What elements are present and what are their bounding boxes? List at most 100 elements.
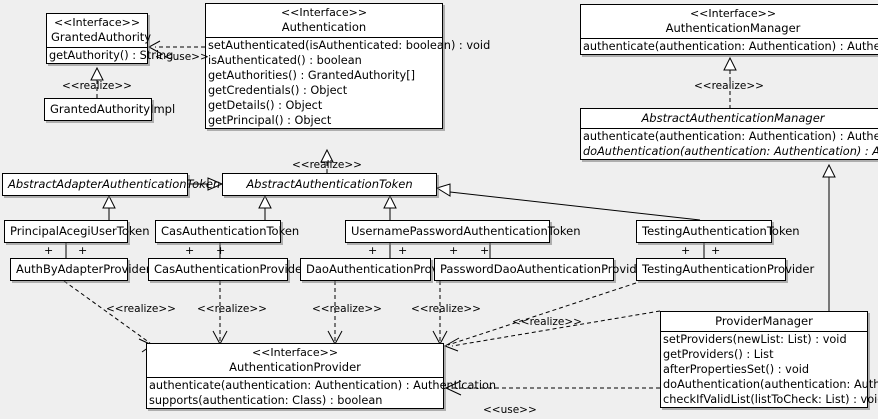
- class-header: PrincipalAcegiUserToken: [5, 221, 150, 242]
- class-cas-authentication-provider[interactable]: CasAuthenticationProvider: [148, 258, 307, 281]
- association-marker: +: [78, 244, 88, 257]
- compartment-divider: [206, 37, 442, 38]
- operation: getCredentials() : Object: [208, 84, 348, 97]
- compartment-divider: [47, 47, 147, 48]
- operations-compartment: setAuthenticated(isAuthenticated: boolea…: [206, 38, 491, 128]
- association-marker: +: [368, 244, 378, 257]
- operation: authenticate(authentication: Authenticat…: [583, 40, 878, 53]
- class-header: AuthByAdapterProvider: [11, 259, 151, 280]
- class-name: GrantedAuthority: [51, 30, 152, 44]
- class-abstract-authentication-manager[interactable]: AbstractAuthenticationManager authentica…: [580, 108, 878, 160]
- operation: setProviders(newList: List) : void: [663, 333, 847, 346]
- class-abstract-adapter-authentication-token[interactable]: AbstractAdapterAuthenticationToken: [2, 173, 221, 196]
- class-header: DaoAuthenticationProvider: [301, 259, 461, 280]
- class-name: DaoAuthenticationProvider: [306, 262, 461, 276]
- class-name: CasAuthenticationProvider: [154, 262, 307, 276]
- class-header: GrantedAuthorityImpl: [45, 99, 176, 120]
- class-testing-authentication-provider[interactable]: TestingAuthenticationProvider: [636, 258, 815, 281]
- association-marker: +: [711, 244, 721, 257]
- class-name: TestingAuthenticationToken: [642, 224, 800, 238]
- class-name: PrincipalAcegiUserToken: [10, 224, 150, 238]
- relation-label-realize-password-dao-provider: <<realize>>: [411, 303, 481, 315]
- class-header: TestingAuthenticationProvider: [637, 259, 815, 280]
- operation: getAuthorities() : GrantedAuthority[]: [208, 69, 416, 82]
- class-principal-acegi-user-token[interactable]: PrincipalAcegiUserToken: [4, 220, 150, 243]
- relation-label-realize-abstract-token: <<realize>>: [292, 159, 362, 171]
- relation-label-realize-auth-by-adapter: <<realize>>: [106, 303, 176, 315]
- operation: getProviders() : List: [663, 348, 774, 361]
- relation-label-realize-granted-authority-impl: <<realize>>: [62, 80, 132, 92]
- class-header: UsernamePasswordAuthenticationToken: [346, 221, 580, 242]
- relation-label-realize-cas-provider: <<realize>>: [197, 303, 267, 315]
- class-name: CasAuthenticationToken: [161, 224, 300, 238]
- class-name: TestingAuthenticationProvider: [642, 262, 815, 276]
- relation-label-use-granted-authority: <<use>>: [155, 51, 209, 63]
- relation-label-use-provider-manager: <<use>>: [483, 404, 537, 416]
- class-granted-authority[interactable]: <<Interface>> GrantedAuthority getAuthor…: [46, 13, 173, 64]
- class-header: PasswordDaoAuthenticationProvider: [435, 259, 649, 280]
- operation: supports(authentication: Class) : boolea…: [149, 394, 383, 407]
- association-marker: +: [480, 244, 490, 257]
- stereotype-label: <<Interface>>: [251, 346, 339, 359]
- operations-compartment: setProviders(newList: List) : void getPr…: [661, 332, 878, 407]
- compartment-divider: [147, 377, 443, 378]
- association-marker: +: [185, 244, 195, 257]
- class-name: AbstractAuthenticationManager: [641, 111, 825, 125]
- class-provider-manager[interactable]: ProviderManager setProviders(newList: Li…: [660, 311, 878, 408]
- class-cas-authentication-token[interactable]: CasAuthenticationToken: [155, 220, 300, 243]
- class-header: <<Interface>> GrantedAuthority: [47, 14, 152, 47]
- class-name: ProviderManager: [715, 314, 813, 328]
- class-header: AbstractAdapterAuthenticationToken: [3, 174, 221, 195]
- class-auth-by-adapter-provider[interactable]: AuthByAdapterProvider: [10, 258, 151, 281]
- operation: authenticate(authentication: Authenticat…: [149, 379, 497, 392]
- class-testing-authentication-token[interactable]: TestingAuthenticationToken: [636, 220, 800, 243]
- class-header: <<Interface>> AuthenticationProvider: [147, 344, 443, 377]
- association-marker: +: [449, 244, 459, 257]
- class-abstract-authentication-token[interactable]: AbstractAuthenticationToken: [222, 173, 437, 196]
- relation-label-realize-dao-provider: <<realize>>: [312, 303, 382, 315]
- association-marker: +: [216, 244, 226, 257]
- operations-compartment: authenticate(authentication: Authenticat…: [147, 378, 497, 408]
- class-header: AbstractAuthenticationToken: [223, 174, 436, 195]
- class-name: AuthenticationManager: [665, 21, 801, 35]
- class-header: <<Interface>> Authentication: [206, 4, 442, 37]
- association-marker: +: [681, 244, 691, 257]
- class-name: AuthenticationProvider: [229, 360, 361, 374]
- class-name: AbstractAdapterAuthenticationToken: [8, 177, 221, 191]
- operation: getDetails() : Object: [208, 99, 323, 112]
- operation: isAuthenticated() : boolean: [208, 54, 362, 67]
- operations-compartment: authenticate(authentication: Authenticat…: [581, 129, 878, 159]
- class-header: AbstractAuthenticationManager: [581, 109, 878, 128]
- stereotype-label: <<Interface>>: [689, 7, 777, 20]
- class-header: TestingAuthenticationToken: [637, 221, 800, 242]
- class-name: AbstractAuthenticationToken: [246, 177, 413, 191]
- operations-compartment: getAuthority() : String: [47, 48, 173, 63]
- class-name: GrantedAuthorityImpl: [50, 102, 176, 116]
- operation: afterPropertiesSet() : void: [663, 363, 810, 376]
- class-header: ProviderManager: [661, 312, 867, 331]
- class-authentication[interactable]: <<Interface>> Authentication setAuthenti…: [205, 3, 491, 129]
- class-header: CasAuthenticationToken: [156, 221, 300, 242]
- class-password-dao-authentication-provider[interactable]: PasswordDaoAuthenticationProvider: [434, 258, 649, 281]
- association-marker: +: [398, 244, 408, 257]
- class-username-password-authentication-token[interactable]: UsernamePasswordAuthenticationToken: [345, 220, 580, 243]
- operation: doAuthentication(authentication: Authent…: [663, 378, 878, 391]
- operation: checkIfValidList(listToCheck: List) : vo…: [663, 393, 878, 406]
- class-authentication-provider[interactable]: <<Interface>> AuthenticationProvider aut…: [146, 343, 497, 409]
- compartment-divider: [581, 38, 878, 39]
- class-dao-authentication-provider[interactable]: DaoAuthenticationProvider: [300, 258, 461, 281]
- class-header: CasAuthenticationProvider: [149, 259, 307, 280]
- class-authentication-manager[interactable]: <<Interface>> AuthenticationManager auth…: [580, 4, 878, 55]
- class-granted-authority-impl[interactable]: GrantedAuthorityImpl: [44, 98, 176, 121]
- operation: getPrincipal() : Object: [208, 114, 332, 127]
- operations-compartment: authenticate(authentication: Authenticat…: [581, 39, 878, 54]
- class-name: Authentication: [281, 20, 367, 34]
- relation-label-realize-testing-provider: <<realize>>: [512, 316, 582, 328]
- compartment-divider: [661, 331, 867, 332]
- stereotype-label: <<Interface>>: [53, 16, 141, 29]
- stereotype-label: <<Interface>>: [280, 6, 368, 19]
- operation: authenticate(authentication: Authenticat…: [583, 130, 878, 143]
- class-name: PasswordDaoAuthenticationProvider: [440, 262, 649, 276]
- operation: setAuthenticated(isAuthenticated: boolea…: [208, 39, 491, 52]
